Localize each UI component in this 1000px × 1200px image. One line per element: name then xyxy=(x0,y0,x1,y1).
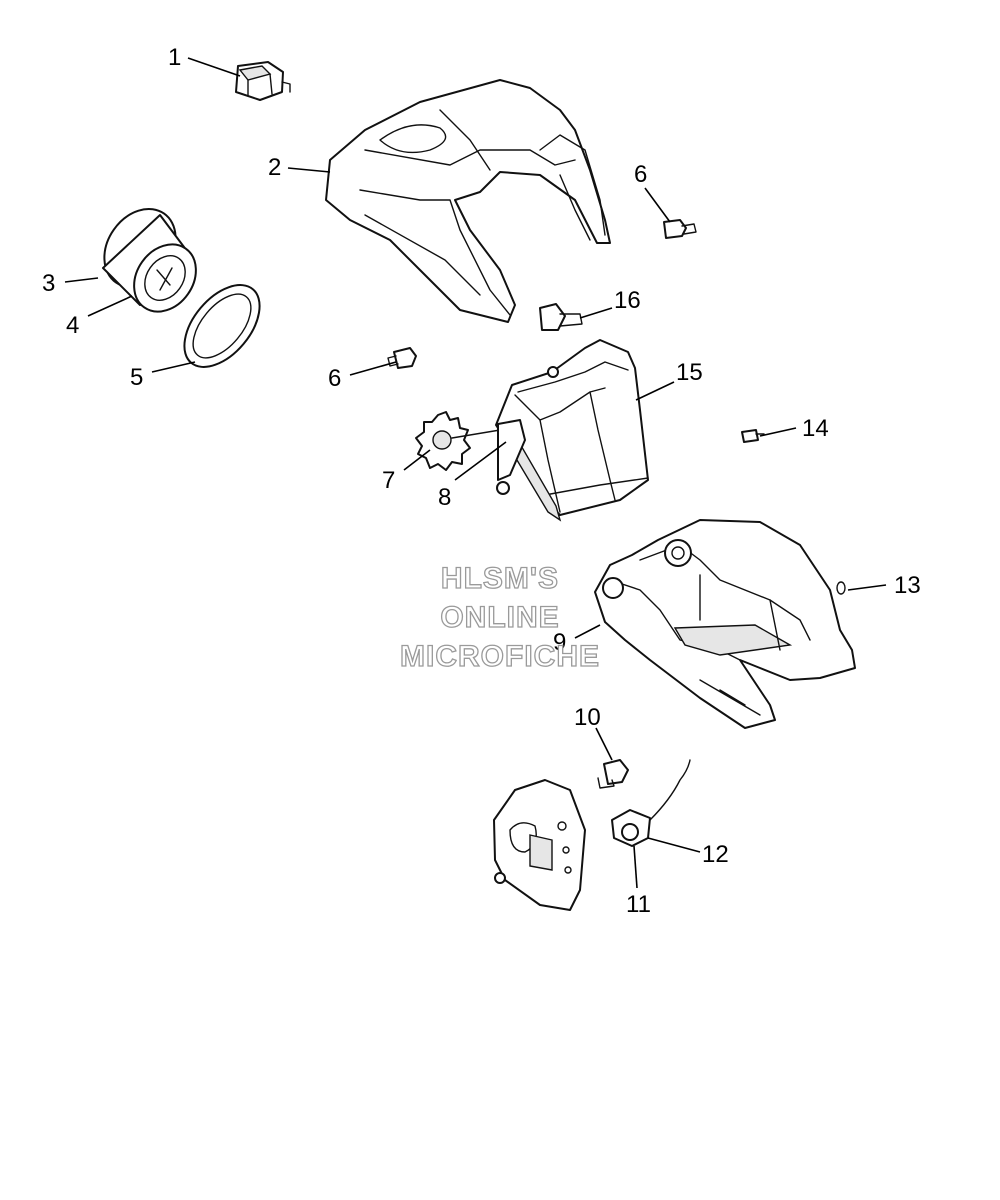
watermark: HLSM'S ONLINE MICROFICHE xyxy=(399,561,600,673)
watermark-line-1: HLSM'S xyxy=(441,562,559,595)
callout-11: 11 xyxy=(626,891,651,918)
callout-3: 3 xyxy=(42,270,55,297)
callout-9: 9 xyxy=(553,629,566,656)
leader-5 xyxy=(151,361,196,373)
part-14-clip xyxy=(741,429,765,443)
callout-6-lower: 6 xyxy=(328,365,341,392)
callout-13: 13 xyxy=(894,572,921,599)
leader-8 xyxy=(454,441,507,481)
callout-5: 5 xyxy=(130,364,143,391)
part-7-gear xyxy=(415,411,471,471)
leader-14 xyxy=(759,427,797,437)
callout-16: 16 xyxy=(614,287,641,314)
leader-16 xyxy=(579,307,613,319)
part-13-o-ring xyxy=(836,581,846,595)
callout-1: 1 xyxy=(168,44,181,71)
callout-8: 8 xyxy=(438,484,451,511)
leader-lines xyxy=(64,57,887,889)
callout-6-upper: 6 xyxy=(634,161,647,188)
callout-12: 12 xyxy=(702,841,729,868)
callout-14: 14 xyxy=(802,415,829,442)
part-8-adjuster-shaft xyxy=(451,419,526,495)
leader-15 xyxy=(635,381,675,401)
leader-4 xyxy=(87,295,133,317)
actuator-bracket xyxy=(493,779,586,911)
leader-3 xyxy=(64,277,99,283)
leader-9 xyxy=(574,624,601,639)
leader-10 xyxy=(595,727,613,761)
part-3-4-knob-assembly xyxy=(102,208,197,313)
leader-13 xyxy=(847,584,887,591)
callout-15: 15 xyxy=(676,359,703,386)
callout-2: 2 xyxy=(268,154,281,181)
watermark-line-3: MICROFICHE xyxy=(400,640,600,673)
part-1-switch xyxy=(235,61,291,101)
part-6-screw-upper xyxy=(663,219,697,239)
callout-7: 7 xyxy=(382,467,395,494)
leader-12 xyxy=(647,837,701,853)
leader-6a xyxy=(644,187,671,223)
callout-labels: 1 2 3 4 5 6 6 7 8 9 10 11 12 13 14 15 16 xyxy=(42,44,921,918)
leader-7 xyxy=(403,449,431,471)
part-9-lower-housing xyxy=(594,519,856,729)
part-15-headlight-housing xyxy=(495,339,649,522)
leader-1 xyxy=(187,57,241,77)
part-10-bolt xyxy=(597,759,629,789)
part-16-bolt xyxy=(539,303,583,331)
watermark-line-2: ONLINE xyxy=(440,601,559,634)
callout-4: 4 xyxy=(66,312,79,339)
leader-6b xyxy=(349,361,397,376)
leader-11 xyxy=(633,845,638,889)
leader-2 xyxy=(287,167,331,173)
part-6-screw-lower xyxy=(387,347,417,369)
callout-10: 10 xyxy=(574,704,601,731)
part-2-upper-hood xyxy=(325,79,611,323)
